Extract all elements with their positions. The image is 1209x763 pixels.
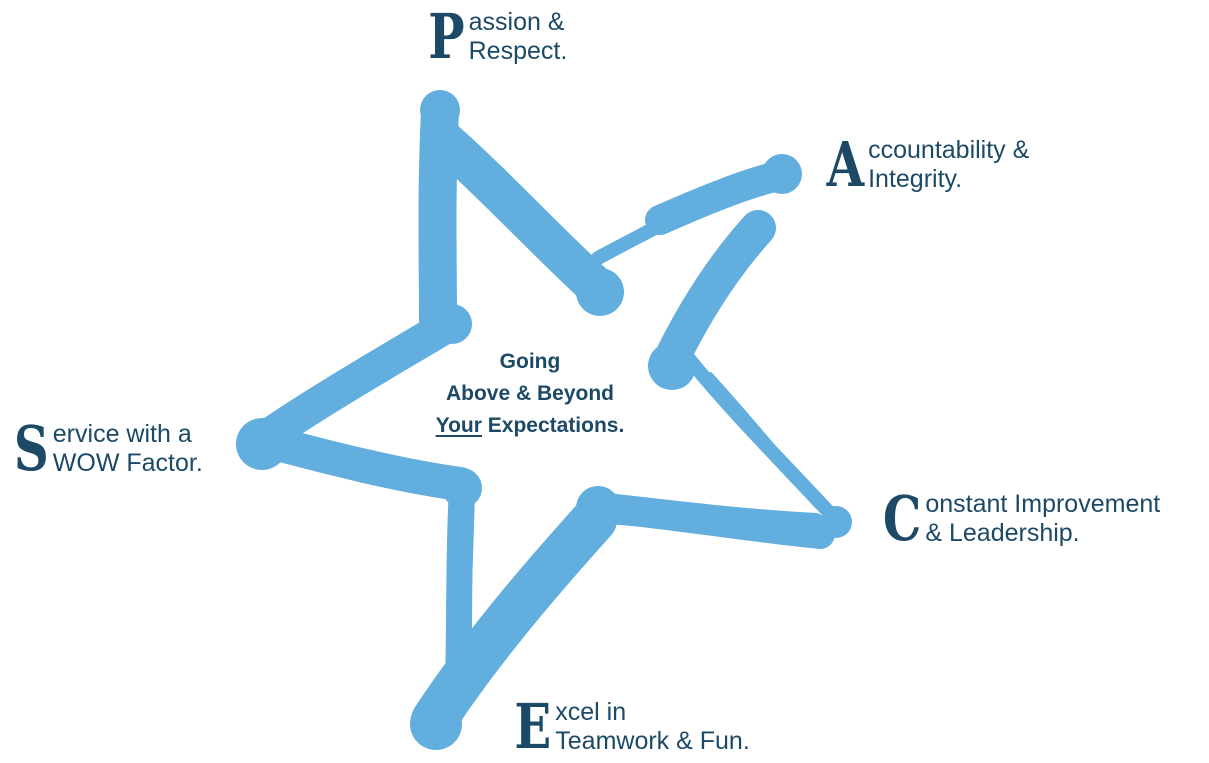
tagline-line3-rest: Expectations. xyxy=(481,414,625,437)
value-text: xcel in Teamwork & Fun. xyxy=(555,698,750,756)
value-passion: P assion & Respect. xyxy=(418,6,567,68)
center-tagline: Going Above & Beyond Your Expectations. xyxy=(395,346,665,442)
value-service: S ervice with a WOW Factor. xyxy=(4,418,203,480)
value-constant-improvement: C onstant Improvement & Leadership. xyxy=(872,488,1160,550)
value-line1: assion & xyxy=(468,8,565,36)
tagline-emphasis: Your xyxy=(435,414,482,437)
tagline-line3: Your Expectations. xyxy=(395,410,665,442)
value-line1: ccountability & xyxy=(868,136,1030,164)
value-line2: WOW Factor. xyxy=(52,449,203,477)
value-excel: E xcel in Teamwork & Fun. xyxy=(504,690,750,763)
value-line1: ervice with a xyxy=(52,420,192,448)
tagline-line1: Going xyxy=(499,350,561,373)
tagline-line2: Above & Beyond xyxy=(445,382,615,405)
value-initial: P xyxy=(428,0,465,73)
value-initial: S xyxy=(13,412,49,485)
value-text: assion & Respect. xyxy=(469,8,568,66)
value-text: ccountability & Integrity. xyxy=(868,136,1029,194)
value-initial: E xyxy=(514,690,552,763)
value-line1: onstant Improvement xyxy=(925,490,1161,518)
value-accountability: A ccountability & Integrity. xyxy=(816,128,1030,201)
value-line2: & Leadership. xyxy=(925,519,1080,547)
value-line2: Respect. xyxy=(468,37,568,65)
value-line2: Teamwork & Fun. xyxy=(555,727,750,755)
value-text: onstant Improvement & Leadership. xyxy=(925,490,1160,548)
value-initial: A xyxy=(826,128,865,201)
value-line2: Integrity. xyxy=(868,165,963,193)
value-initial: C xyxy=(882,482,922,555)
value-line1: xcel in xyxy=(555,698,627,726)
value-text: ervice with a WOW Factor. xyxy=(53,420,203,478)
